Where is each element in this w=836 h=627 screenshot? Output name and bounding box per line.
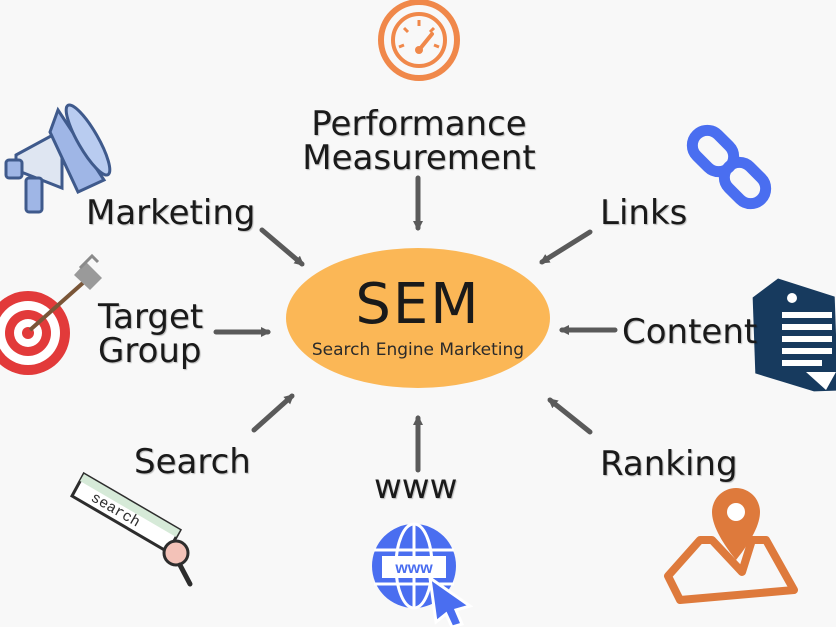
node-search: Search: [134, 442, 251, 482]
center-title: SEM: [355, 272, 481, 337]
globe-icon: www: [372, 522, 474, 627]
node-ranking: Ranking: [600, 444, 738, 484]
center-ellipse: [286, 248, 550, 388]
node-marketing: Marketing: [86, 193, 256, 233]
center-subtitle: Search Engine Marketing: [311, 340, 525, 360]
node-performance: Performance Measurement: [292, 107, 546, 175]
node-target-group: Target Group: [98, 300, 203, 368]
arrow-search: [251, 393, 295, 433]
node-www: www: [374, 467, 458, 507]
node-performance-line2: Measurement: [302, 138, 536, 178]
search-bar-icon: search: [69, 471, 193, 587]
node-links: Links: [600, 193, 688, 233]
arrow-ranking: [547, 397, 593, 435]
node-target-line2: Group: [98, 331, 202, 371]
link-icon: [686, 124, 772, 210]
megaphone-icon: [4, 103, 112, 214]
node-performance-line1: Performance: [311, 104, 527, 144]
gauge-icon: [378, 0, 460, 81]
document-icon: [752, 278, 836, 392]
target-icon: [0, 253, 102, 375]
arrow-links: [539, 229, 593, 265]
globe-www-text: www: [394, 560, 433, 577]
node-content: Content: [622, 312, 758, 352]
node-target-line1: Target: [98, 297, 204, 337]
arrow-marketing: [259, 227, 305, 267]
map-pin-icon: [664, 488, 798, 604]
